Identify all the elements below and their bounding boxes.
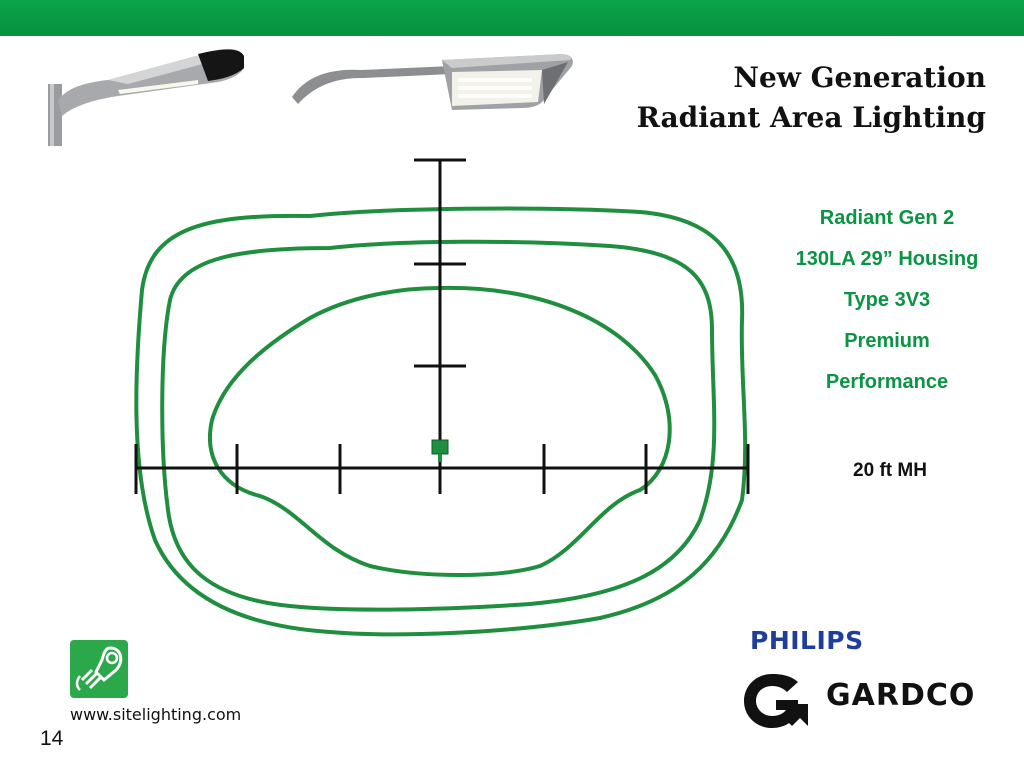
philips-logo: PHILIPS: [750, 626, 864, 655]
page-number: 14: [40, 727, 64, 750]
gardco-wordmark: GARDCO: [826, 678, 976, 713]
title-line-1: New Generation: [733, 61, 986, 94]
isolux-contour-diagram: [134, 158, 750, 637]
top-banner: [0, 0, 1024, 36]
spec-line-product: Radiant Gen 2: [819, 207, 955, 229]
spec-line-performance: Performance: [825, 371, 949, 393]
green-bulb-logo-icon: [70, 640, 128, 698]
layout-grid-axes: [134, 158, 750, 494]
product-specs: Radiant Gen 2 130LA 29” Housing Type 3V3…: [770, 200, 1004, 405]
luminaire-photo-side: [48, 48, 244, 146]
mounting-height-label: 20 ft MH: [853, 460, 927, 481]
contour-middle: [160, 239, 717, 612]
gardco-logo: GARDCO: [742, 670, 982, 730]
contour-inner: [208, 285, 672, 577]
spec-line-premium: Premium: [844, 330, 930, 352]
title-line-2: Radiant Area Lighting: [636, 101, 986, 134]
website-link[interactable]: www.sitelighting.com: [70, 705, 242, 724]
gardco-g-logo-icon: [744, 674, 808, 728]
slide-title: New Generation Radiant Area Lighting: [637, 58, 986, 138]
luminaire-marker-icon: [431, 439, 449, 462]
contour-lines: [134, 206, 748, 637]
spec-line-housing: 130LA 29” Housing: [795, 248, 979, 270]
contour-outer: [134, 206, 748, 637]
spec-line-type: Type 3V3: [843, 289, 931, 311]
luminaire-photo-front: [292, 54, 573, 110]
